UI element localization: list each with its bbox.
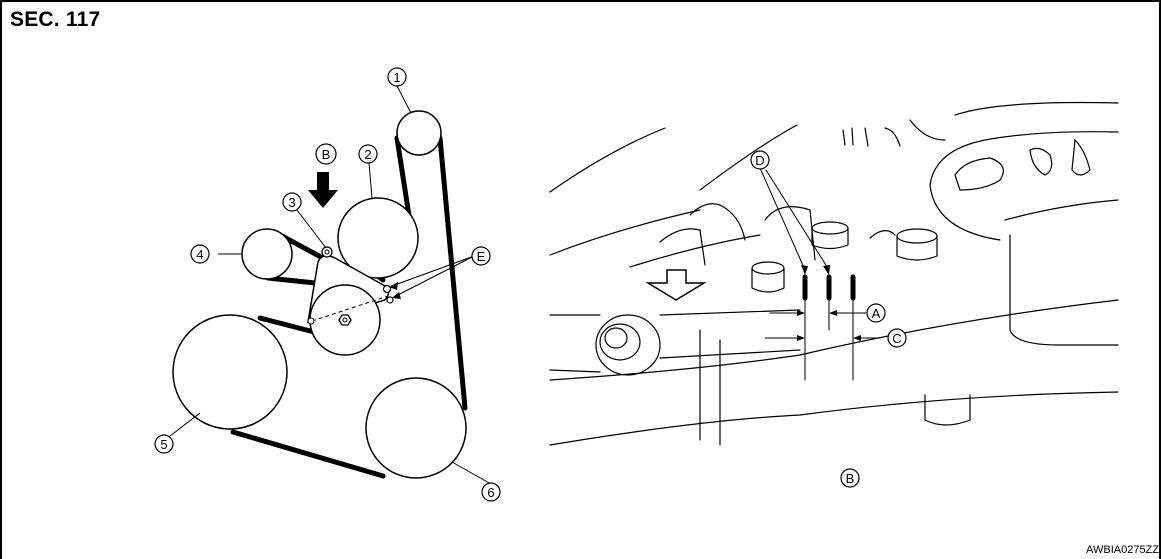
reference-marks-d [802, 274, 856, 301]
outline-body-curve-2 [629, 234, 761, 268]
pulley-4 [241, 228, 293, 280]
callout-B-circle [315, 143, 337, 165]
outline-hub-bottom [929, 184, 1001, 241]
view-direction-arrow [308, 172, 338, 208]
outline-body-curve-1 [549, 209, 701, 256]
frame-line-1 [549, 309, 801, 316]
cylinder-right [896, 228, 938, 261]
lower-cylinder [924, 394, 971, 426]
callout-4: 4 [196, 247, 203, 262]
hub-oval-2 [1071, 138, 1091, 176]
callout-5: 5 [160, 437, 167, 452]
callout-4-circle [190, 244, 210, 264]
arrowhead-e-1 [389, 282, 398, 290]
outline-housing-top [1004, 199, 1119, 221]
frame-vertical [699, 329, 721, 446]
tensioner-indicator-line [311, 295, 389, 322]
hub-slot [954, 157, 1004, 191]
callout-view-B: B [846, 471, 855, 486]
callout-D-circle [750, 150, 770, 170]
outline-bracket-inner [659, 228, 706, 266]
section-title: SEC. 117 [10, 8, 101, 31]
callout-1-circle [387, 67, 407, 87]
outline-cap [869, 230, 896, 239]
arrowhead-e-2 [392, 292, 401, 299]
pulley-6 [365, 377, 467, 479]
hatch-top [842, 127, 901, 147]
callout-C-circle [887, 328, 907, 348]
callout-6-circle [481, 482, 501, 502]
belt-routing-diagram: 1 2 B 3 4 5 6 E [154, 67, 501, 502]
idler-3-pivot [321, 246, 333, 258]
callout-5-circle [154, 434, 174, 454]
dim-arrow-c-right [853, 335, 861, 341]
tensioner-bolt-center [342, 317, 348, 323]
dim-arrow-a-right [829, 310, 837, 316]
boss-inner [604, 327, 628, 349]
frame-line-4 [549, 391, 1119, 446]
cylinder-left [751, 261, 785, 293]
callout-A-circle [866, 303, 886, 323]
outline-arc-hook [909, 119, 946, 141]
callout-E-circle [471, 246, 491, 266]
idler-3-pivot-center [324, 249, 330, 255]
bracket-hole [307, 317, 315, 325]
callout-view-B-circle [840, 468, 860, 488]
callout-3-circle [282, 192, 302, 212]
hub-oval-1 [1029, 147, 1053, 176]
callout-1: 1 [393, 70, 400, 85]
callout-D: D [755, 153, 764, 168]
d-arrowhead-2 [823, 265, 830, 275]
frame-line-2 [549, 349, 801, 373]
outline-arc-top-left [549, 127, 666, 193]
indicator-mark-upper [382, 284, 392, 294]
dimension-lines [764, 297, 881, 381]
cylinder-center [811, 221, 849, 250]
callout-E: E [477, 249, 486, 264]
outline-mid-block [764, 206, 816, 261]
tensioner-bolt [338, 314, 352, 326]
view-direction-hollow-arrow [645, 269, 707, 301]
callout-2-circle [358, 144, 378, 164]
indicator-mark-lower [386, 296, 394, 304]
detail-view-b [549, 101, 1119, 488]
pulley-1 [396, 110, 442, 156]
outline-bracket [689, 203, 746, 241]
dim-arrow-a-left [797, 310, 805, 316]
detail-callout-labels: D A C B [755, 153, 901, 486]
pulley-2 [337, 197, 419, 279]
callout-C: C [892, 331, 901, 346]
callout-2: 2 [364, 147, 371, 162]
outline-hub-top [929, 131, 1119, 186]
callout-6: 6 [487, 485, 494, 500]
frame-line-3 [549, 299, 1119, 381]
d-leader-lines [759, 167, 830, 271]
outline-arc-top-right [954, 101, 1119, 116]
pulley-5 [172, 314, 288, 430]
callout-3: 3 [288, 195, 295, 210]
d-arrowhead-1 [801, 265, 808, 275]
outline-arc-top-mid [699, 124, 798, 191]
leader-lines [169, 85, 492, 485]
dim-arrow-c-left [797, 335, 805, 341]
callout-circles [154, 67, 501, 502]
callout-B-view: B [322, 147, 331, 162]
callout-A: A [872, 306, 881, 321]
outline-side-housing [1009, 234, 1119, 346]
figure-code: AWBIA0275ZZ [1086, 544, 1159, 556]
